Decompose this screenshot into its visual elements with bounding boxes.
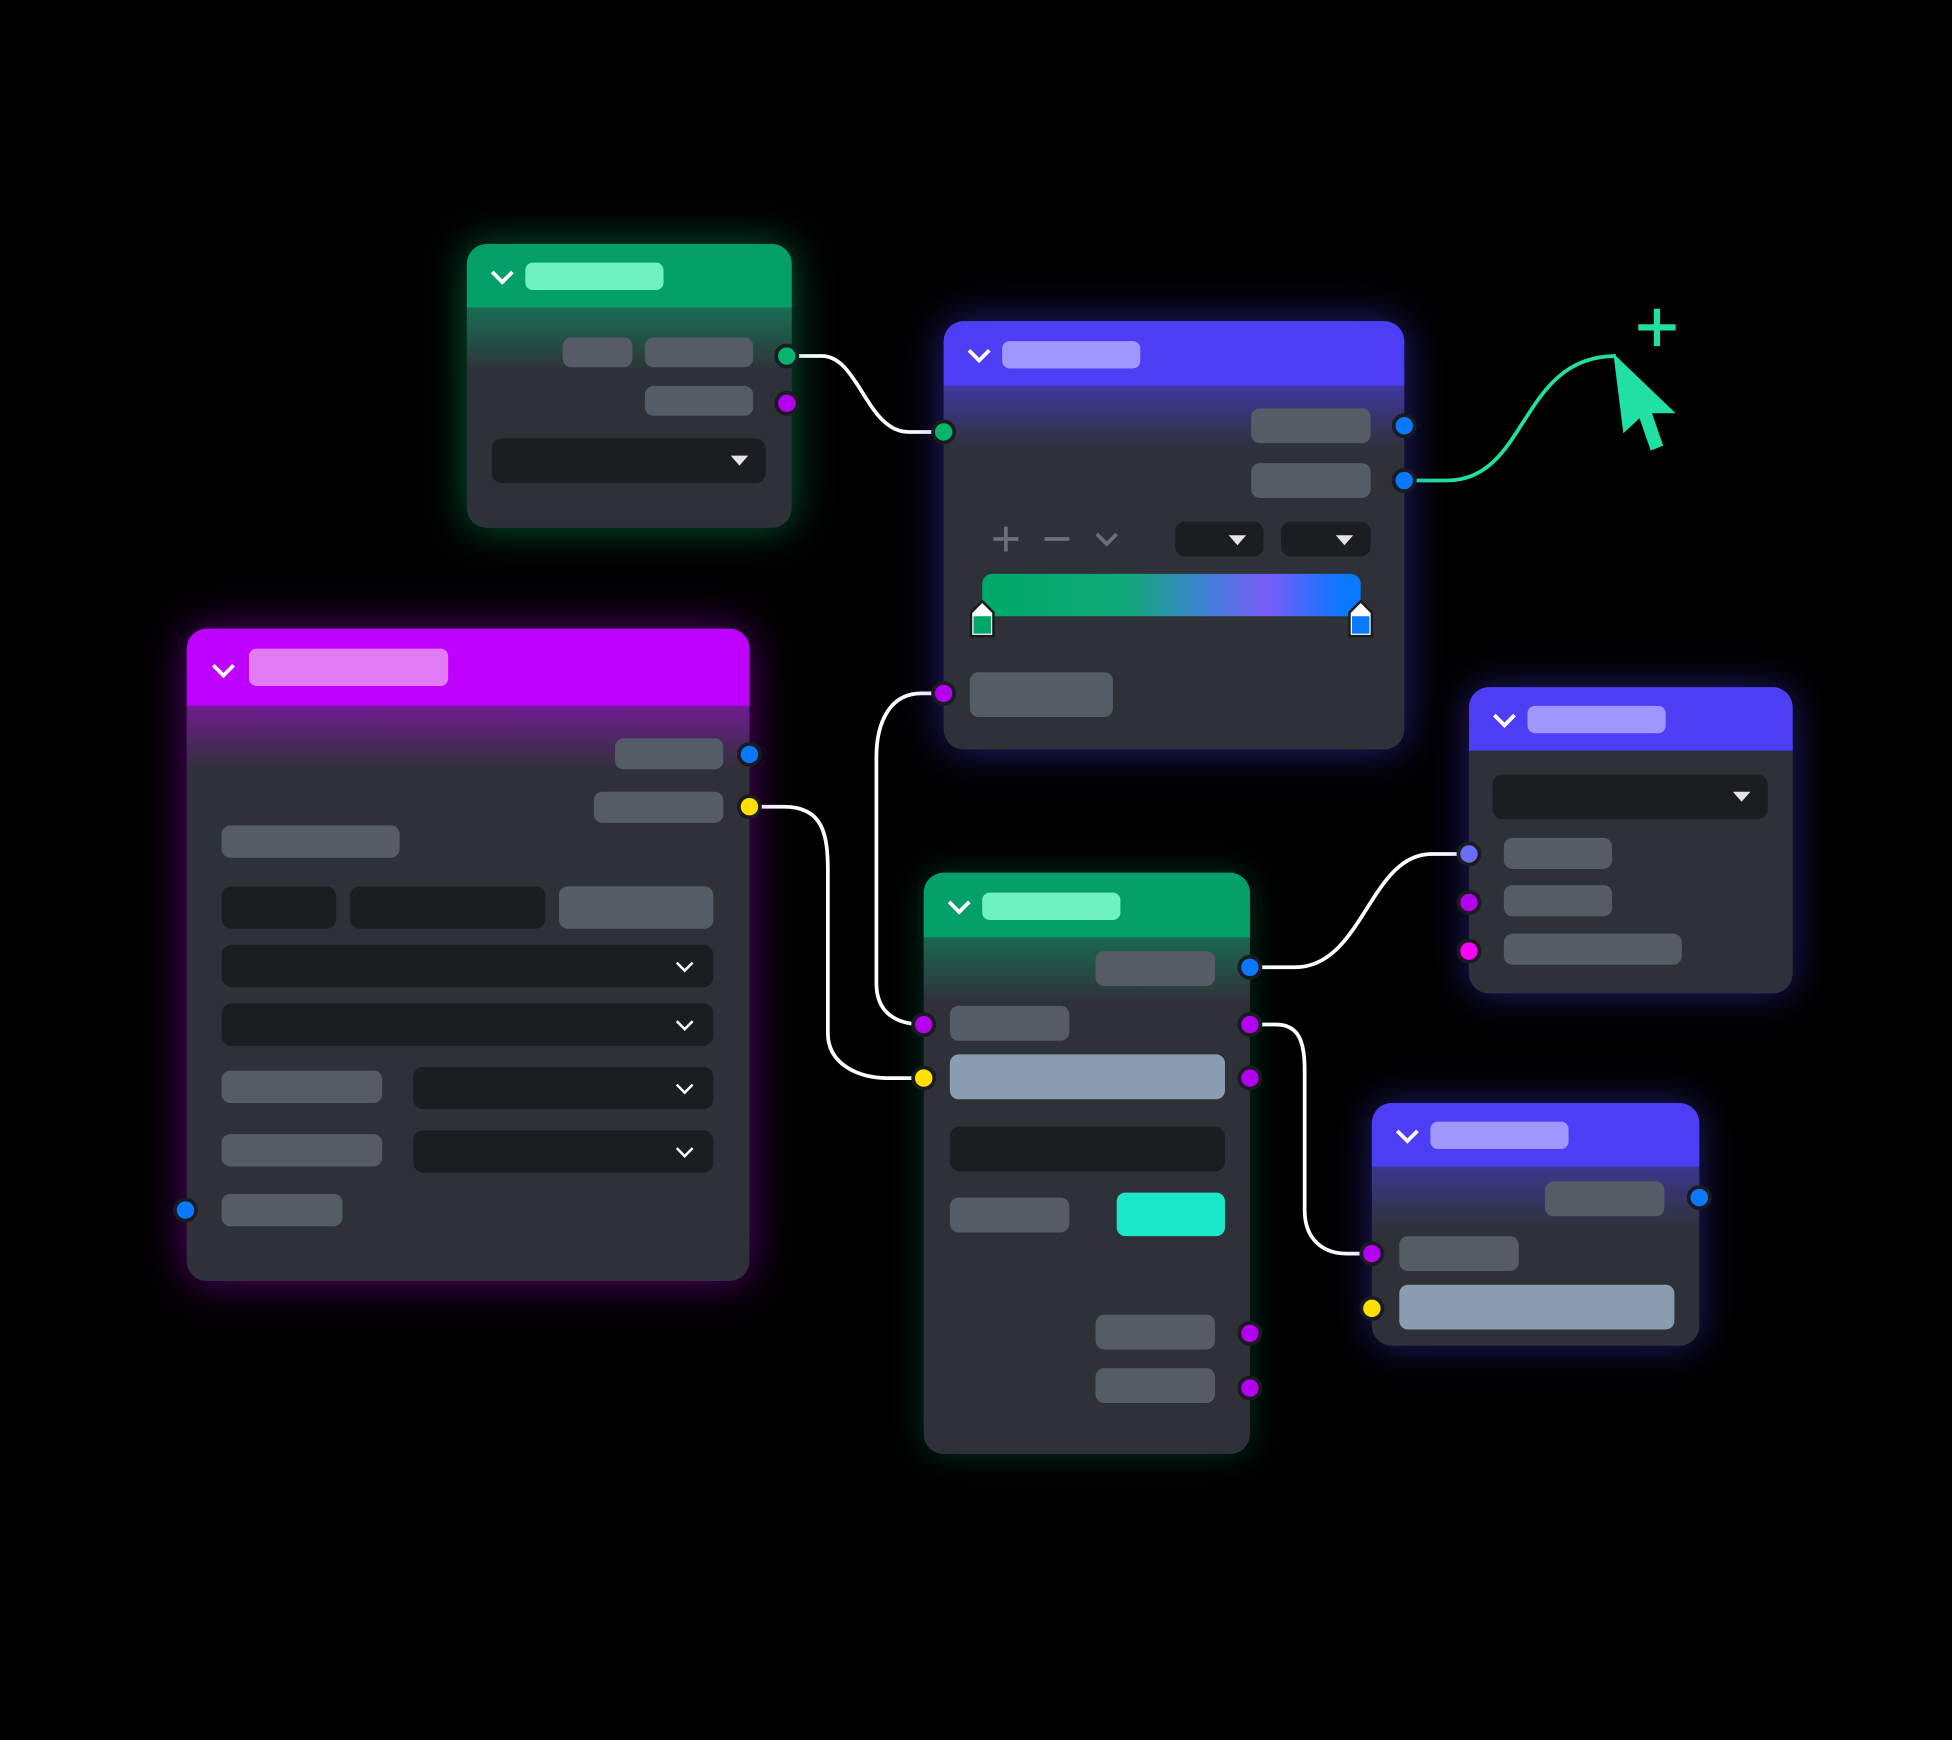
dropdown-select[interactable] bbox=[413, 1130, 714, 1173]
triangle-down-icon bbox=[1732, 791, 1751, 802]
socket-input-green[interactable] bbox=[931, 419, 957, 445]
node-green-center[interactable] bbox=[923, 872, 1250, 1455]
socket-input-magenta[interactable] bbox=[1456, 890, 1482, 916]
text-field[interactable] bbox=[949, 1126, 1225, 1172]
output-value[interactable] bbox=[1544, 1181, 1665, 1217]
socket-output-blue[interactable] bbox=[1686, 1185, 1712, 1211]
node-title bbox=[982, 892, 1121, 920]
node-title bbox=[525, 262, 664, 291]
output-value[interactable] bbox=[614, 738, 724, 770]
minus-icon[interactable] bbox=[1042, 524, 1072, 554]
input-value[interactable] bbox=[1503, 933, 1682, 965]
socket-input-magenta[interactable] bbox=[1359, 1241, 1385, 1267]
socket-output-magenta[interactable] bbox=[1237, 1012, 1263, 1038]
wire-center-to-right-node bbox=[1249, 852, 1469, 970]
input-field-active[interactable] bbox=[949, 1054, 1225, 1100]
property-label bbox=[949, 1197, 1070, 1233]
wire-green-to-blue-node bbox=[786, 354, 944, 434]
input-value[interactable] bbox=[969, 672, 1113, 718]
output-value[interactable] bbox=[644, 385, 754, 416]
output-value[interactable] bbox=[1251, 463, 1371, 498]
mode-dropdown[interactable] bbox=[1281, 521, 1371, 557]
socket-output-magenta[interactable] bbox=[1237, 1320, 1263, 1346]
node-blue-bottom[interactable] bbox=[1371, 1102, 1700, 1346]
node-title bbox=[1527, 705, 1666, 734]
add-cursor-icon bbox=[1613, 308, 1676, 451]
socket-input-pink[interactable] bbox=[1456, 938, 1482, 964]
input-value[interactable] bbox=[1503, 885, 1613, 917]
node-magenta-large[interactable] bbox=[186, 628, 750, 1282]
input-label bbox=[221, 1193, 343, 1227]
socket-output-magenta[interactable] bbox=[1237, 1375, 1263, 1401]
dropdown-select[interactable] bbox=[1492, 774, 1768, 820]
output-label bbox=[562, 337, 633, 368]
color-ramp[interactable] bbox=[982, 573, 1361, 617]
chevron-down-icon[interactable] bbox=[1093, 528, 1120, 550]
output-value[interactable] bbox=[1251, 408, 1371, 444]
node-title bbox=[248, 648, 449, 686]
interpolation-dropdown[interactable] bbox=[1175, 521, 1264, 557]
output-value[interactable] bbox=[593, 791, 724, 823]
socket-output-green[interactable] bbox=[774, 343, 800, 369]
output-value[interactable] bbox=[644, 337, 754, 368]
color-stop-handle-left[interactable] bbox=[967, 598, 997, 640]
socket-input-yellow[interactable] bbox=[911, 1065, 937, 1091]
socket-output-magenta[interactable] bbox=[1237, 1065, 1263, 1091]
triangle-down-icon bbox=[1335, 535, 1354, 546]
socket-input-magenta[interactable] bbox=[911, 1012, 937, 1038]
segment-option[interactable] bbox=[349, 886, 546, 929]
input-value[interactable] bbox=[1399, 1236, 1519, 1272]
property-label bbox=[221, 1134, 383, 1167]
segment-option-selected[interactable] bbox=[558, 886, 714, 929]
node-blue-right[interactable] bbox=[1468, 687, 1793, 994]
node-blue-gradient[interactable] bbox=[943, 321, 1405, 750]
socket-output-magenta[interactable] bbox=[774, 390, 800, 416]
socket-input-blue[interactable] bbox=[173, 1197, 198, 1223]
property-label bbox=[221, 825, 400, 858]
input-value[interactable] bbox=[1503, 837, 1613, 869]
chevron-down-icon bbox=[675, 954, 694, 973]
wire-center-to-bottom-node bbox=[1249, 1022, 1372, 1256]
socket-output-blue[interactable] bbox=[1237, 954, 1263, 980]
plus-icon[interactable] bbox=[991, 524, 1021, 554]
socket-output-blue[interactable] bbox=[1391, 468, 1417, 493]
color-stop-handle-right[interactable] bbox=[1346, 598, 1376, 640]
chevron-down-icon bbox=[675, 1076, 694, 1095]
dropdown-select[interactable] bbox=[221, 944, 714, 988]
socket-input-yellow[interactable] bbox=[1359, 1295, 1385, 1321]
wire-yellow-to-center-node bbox=[749, 804, 924, 1080]
dropdown-select[interactable] bbox=[413, 1066, 714, 1110]
input-field-active[interactable] bbox=[1399, 1284, 1675, 1330]
output-value[interactable] bbox=[1095, 1368, 1216, 1404]
chevron-down-icon bbox=[675, 1013, 694, 1031]
output-value[interactable] bbox=[1095, 1314, 1216, 1350]
segment-option[interactable] bbox=[221, 886, 337, 929]
dropdown-select[interactable] bbox=[491, 438, 766, 484]
output-value[interactable] bbox=[1095, 951, 1216, 986]
node-title bbox=[1002, 341, 1141, 369]
triangle-down-icon bbox=[1228, 535, 1247, 546]
node-green-top[interactable] bbox=[466, 244, 792, 528]
socket-output-blue[interactable] bbox=[1391, 413, 1417, 439]
input-value[interactable] bbox=[949, 1005, 1070, 1041]
dropdown-select[interactable] bbox=[221, 1003, 714, 1046]
socket-input-violet[interactable] bbox=[1456, 841, 1482, 867]
socket-output-blue[interactable] bbox=[736, 741, 762, 767]
wire-blue-to-cursor bbox=[1404, 354, 1616, 483]
chevron-down-icon bbox=[675, 1140, 694, 1158]
triangle-down-icon bbox=[730, 455, 749, 466]
property-label bbox=[221, 1070, 383, 1103]
socket-input-magenta[interactable] bbox=[931, 680, 957, 706]
socket-output-yellow[interactable] bbox=[736, 794, 762, 820]
node-title bbox=[1430, 1121, 1569, 1150]
toggle-button[interactable] bbox=[1116, 1192, 1225, 1237]
